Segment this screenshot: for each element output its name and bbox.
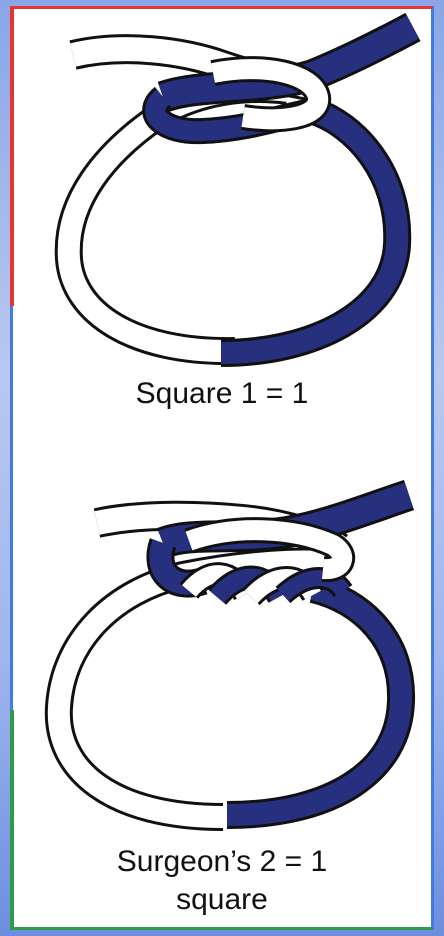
surgeons-caption: Surgeon’s 2 = 1 square	[13, 843, 431, 919]
slide-frame: Square 1 = 1	[10, 6, 434, 930]
square-caption-line: Square 1 = 1	[13, 375, 431, 413]
surgeons-caption-line-2: square	[13, 881, 431, 919]
square-knot-diagram	[13, 13, 431, 373]
surgeons-knot-diagram	[13, 471, 431, 831]
square-caption: Square 1 = 1	[13, 375, 431, 413]
surgeons-caption-line-1: Surgeon’s 2 = 1	[13, 843, 431, 881]
